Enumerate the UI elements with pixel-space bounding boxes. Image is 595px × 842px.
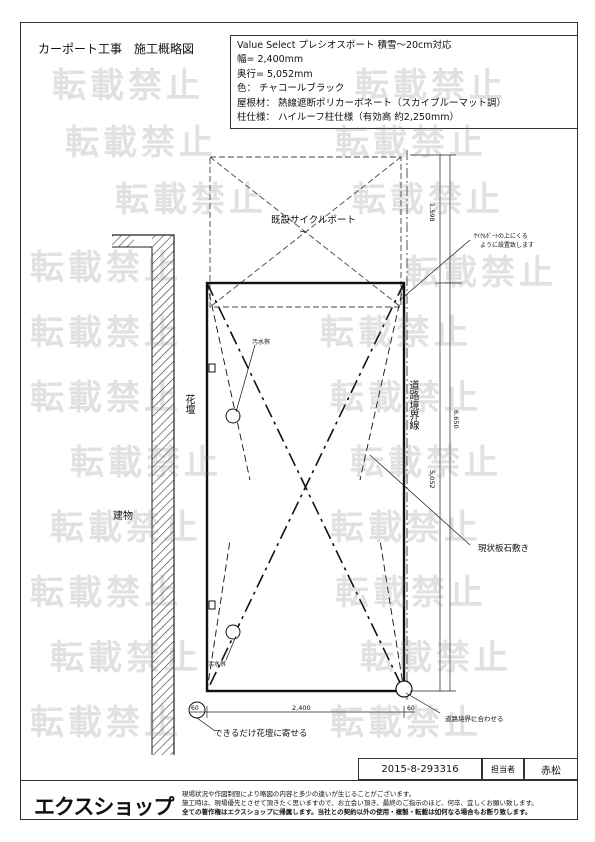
dimension-top: 1,598 bbox=[428, 203, 436, 222]
spec-box: Value Select プレシオスポート 積雪～20cm対応 幅= 2,400… bbox=[230, 35, 578, 129]
road-boundary-label: 道路境界線 bbox=[407, 380, 418, 430]
footer-notes: 現場状況や作図制限により略図の内容と多少の違いが生じることがございます。 施工時… bbox=[182, 790, 538, 817]
footer-note: 施工時は、現場優先とさせて頂きたく思いますので、お立会い頂き、最終のご指示のほど… bbox=[182, 799, 538, 807]
person-name: 赤松 bbox=[524, 758, 578, 780]
dimension-lines bbox=[190, 154, 462, 718]
post-right-icon bbox=[395, 680, 413, 698]
brand-logo: エクスショップ bbox=[34, 795, 174, 819]
carport-outline bbox=[205, 281, 406, 693]
near-flowerbed-label: できるだけ花壇に寄せる bbox=[214, 729, 308, 739]
building-label: 建物 bbox=[113, 511, 133, 522]
drain-bottom-label: 汚水桝 bbox=[208, 661, 227, 668]
drain-top-icon bbox=[225, 408, 241, 424]
existing-cycleport-label: 既設サイクルポート bbox=[271, 215, 357, 226]
dimension-left-offset: 60 bbox=[191, 705, 199, 712]
cycleport-note-2: ように設置致します bbox=[480, 242, 535, 249]
doc-number: 2015-8-293316 bbox=[358, 758, 482, 780]
cycleport-note-1: ｻｲｸﾙﾎﾟｰﾄの上にくる bbox=[474, 233, 528, 240]
existing-cycleport-outline bbox=[209, 156, 402, 308]
dimension-total: 6,650 bbox=[452, 410, 460, 429]
spec-line: 屋根材： 熱線遮断ポリカーボネート（スカイブルーマット調） bbox=[237, 97, 507, 109]
footer: 2015-8-293316 担当者 赤松 bbox=[20, 758, 578, 820]
footer-note: 全ての著作権はエクスショップに帰属します。当社との契約以外の使用・複製・転載は如… bbox=[182, 808, 532, 816]
spec-line: 色： チャコールブラック bbox=[237, 83, 345, 95]
paving-label: 現状板石敷き bbox=[478, 544, 530, 554]
drawing-frame bbox=[20, 22, 578, 820]
building-wall bbox=[112, 234, 175, 755]
footer-note: 現場状況や作図制限により略図の内容と多少の違いが生じることがございます。 bbox=[182, 790, 416, 798]
dimension-width: 2,400 bbox=[292, 704, 311, 712]
footer-divider bbox=[20, 780, 578, 781]
dimension-right-offset: 60 bbox=[407, 705, 415, 712]
spec-line: 奥行= 5,052mm bbox=[237, 68, 313, 80]
page-title: カーポート工事 施工概略図 bbox=[38, 42, 195, 56]
drain-top-label: 汚水桝 bbox=[252, 339, 271, 346]
spec-line: 柱仕様： ハイルーフ柱仕様（有効高 約2,250mm） bbox=[237, 112, 459, 124]
align-boundary-label: 道路境界に合わせる bbox=[445, 715, 504, 723]
flower-bed-label: 花壇 bbox=[183, 394, 194, 414]
spec-line: 幅= 2,400mm bbox=[237, 54, 304, 66]
person-label: 担当者 bbox=[482, 758, 524, 780]
spec-line: Value Select プレシオスポート 積雪～20cm対応 bbox=[237, 40, 452, 51]
dimension-depth: 5,052 bbox=[428, 470, 436, 489]
drain-bottom-icon bbox=[225, 624, 241, 640]
